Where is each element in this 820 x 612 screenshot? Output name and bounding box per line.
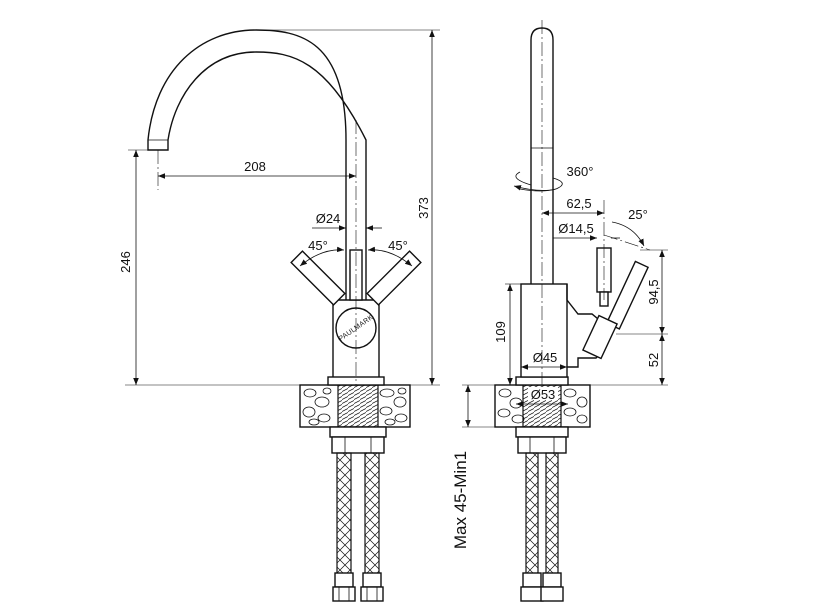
side-handle (581, 260, 650, 360)
dim-total-height-label: 373 (416, 197, 431, 219)
side-nut (515, 426, 569, 454)
dim-base-diameter-label: Ø53 (531, 387, 556, 402)
side-body (520, 283, 568, 378)
dim-handle-reach-label: 62,5 (566, 196, 591, 211)
dim-spout-reach-label: 208 (244, 159, 266, 174)
dim-body-diameter-label-side: Ø45 (533, 350, 558, 365)
dim-handle-height-label: 94,5 (646, 279, 661, 304)
side-view: 360° 62,5 Ø14,5 25° 94,5 52 109 Ø45 Ø53 (451, 20, 668, 602)
front-handle-left (290, 250, 346, 306)
dim-angle-right (367, 246, 413, 267)
front-hoses (332, 452, 384, 602)
dim-handle-diameter-label: Ø14,5 (558, 221, 593, 236)
side-hoses (520, 452, 564, 602)
front-nut (329, 426, 387, 454)
dim-angle-left (299, 246, 345, 267)
dim-handle-tilt-label: 25° (628, 207, 648, 222)
front-view: PAULMARK 208 373 246 Ø24 45° 45° (118, 29, 440, 602)
dim-body-diameter-label: Ø24 (316, 211, 341, 226)
front-handle-right (366, 250, 422, 306)
dim-angle-right-label: 45° (388, 238, 408, 253)
dim-handle-base-height-label: 52 (646, 353, 661, 367)
front-spout (147, 29, 367, 300)
dim-countertop-thickness-label: Max 45-Min1 (451, 451, 470, 549)
dim-rotation-label: 360° (567, 164, 594, 179)
dim-angle-left-label: 45° (308, 238, 328, 253)
dim-body-height-label: 109 (493, 321, 508, 343)
dim-handle-tilt (611, 221, 645, 247)
dim-spout-height-label: 246 (118, 251, 133, 273)
